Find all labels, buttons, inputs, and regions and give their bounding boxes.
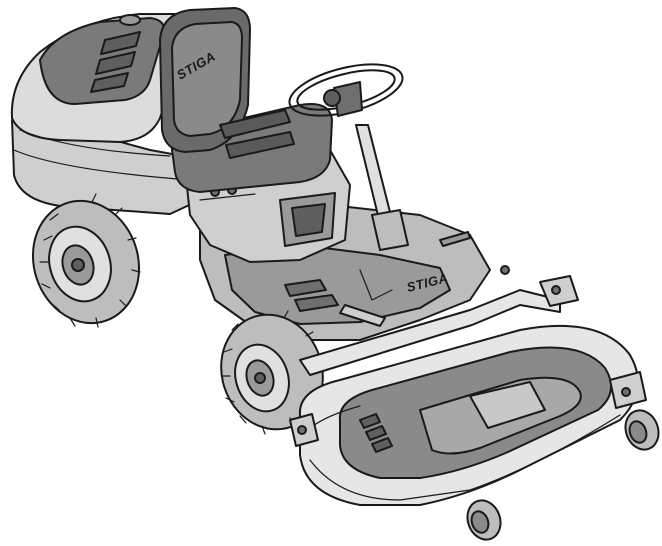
rear-hood <box>10 13 206 215</box>
seat: STIGA <box>159 7 333 193</box>
deck-roller-right <box>624 409 660 451</box>
cutting-deck <box>289 265 647 506</box>
steering-assembly <box>288 63 471 251</box>
front-left-wheel <box>220 310 324 435</box>
chassis: STIGA <box>199 189 491 341</box>
rear-left-wheel <box>31 193 141 328</box>
deck-roller-front <box>466 499 502 541</box>
